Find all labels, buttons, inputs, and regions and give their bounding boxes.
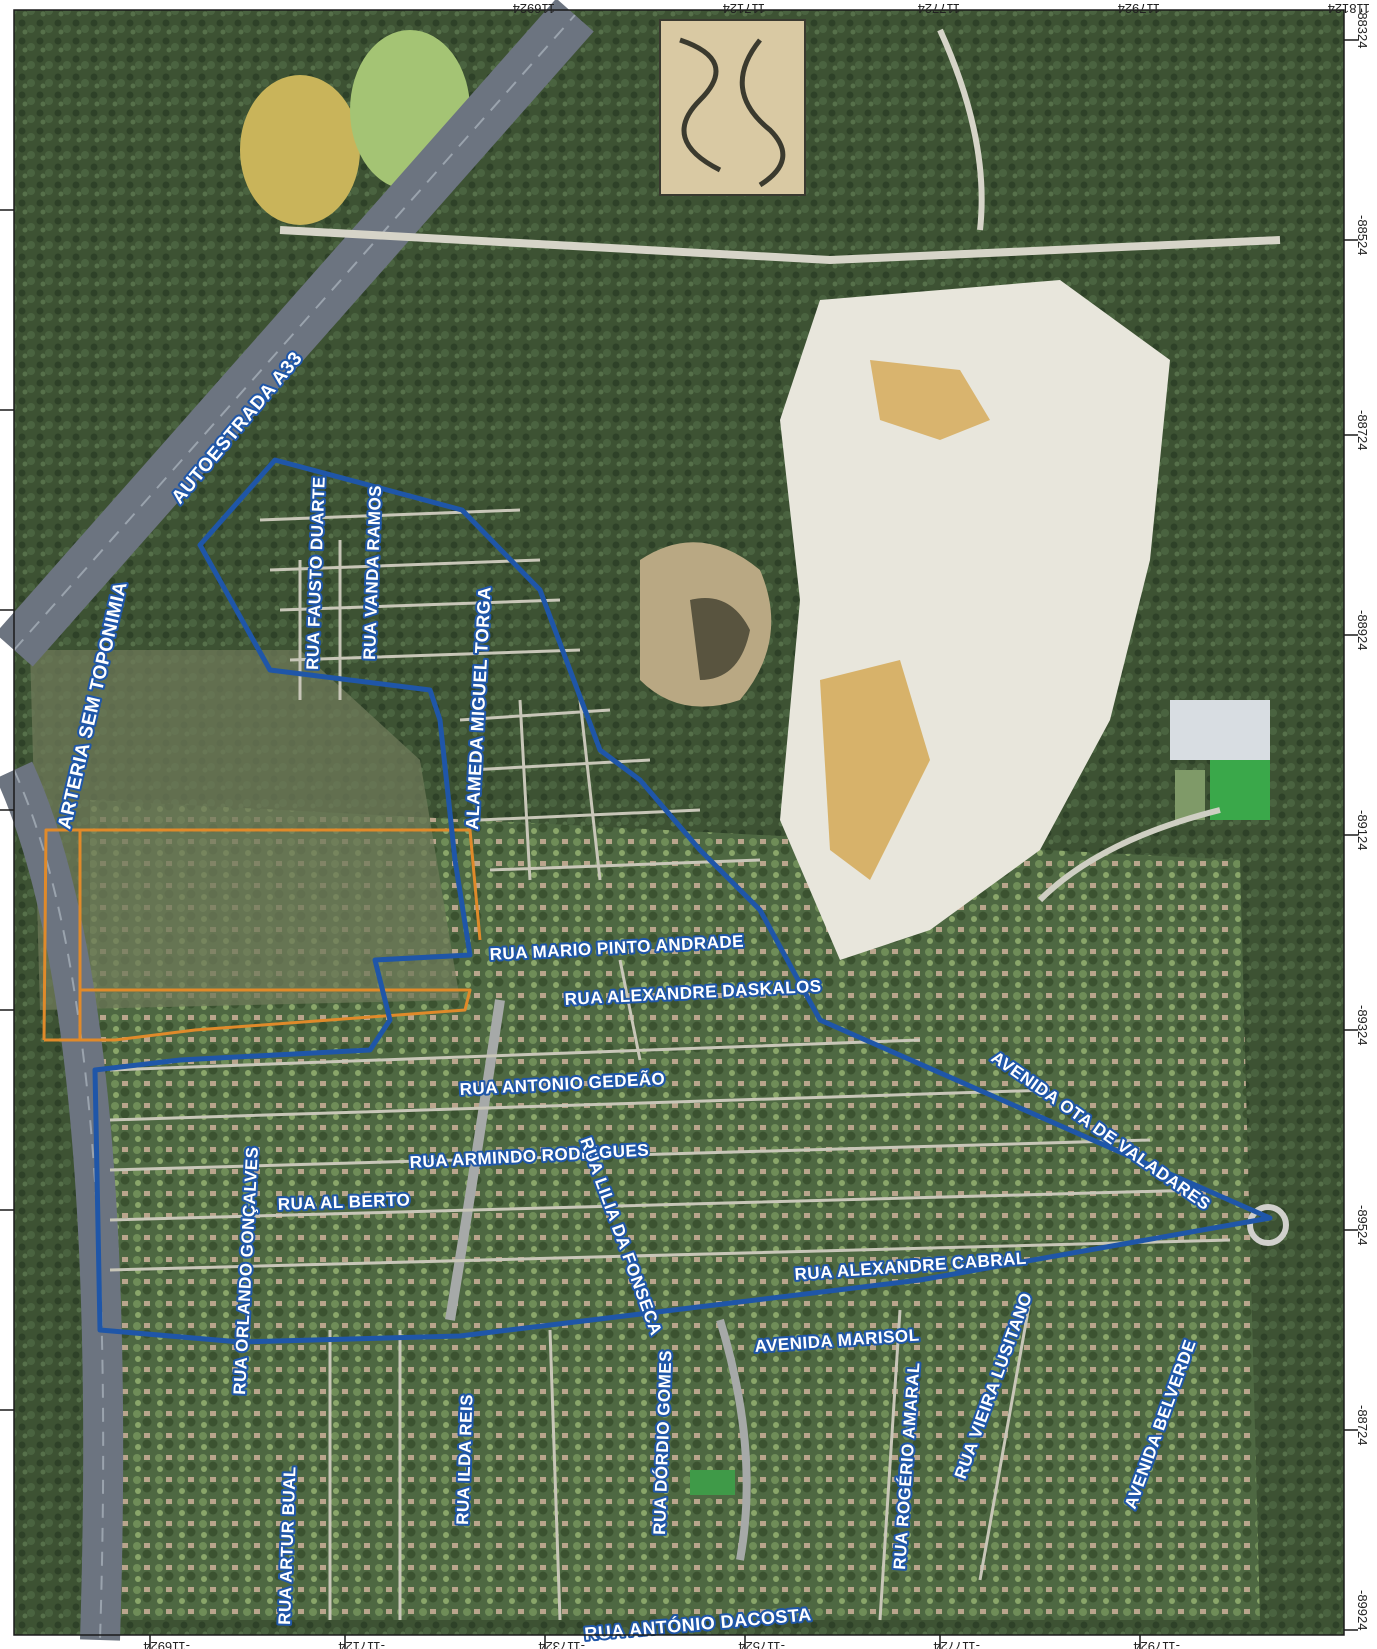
field-patch [690,1470,735,1495]
highway-a33-lanes [13,14,576,651]
coord-right-8: -88724 [1355,1405,1370,1445]
coord-top-1: 116924 [513,1,555,16]
frame-border [13,9,1345,1636]
coord-right-4: -88924 [1355,610,1370,650]
coord-right-3: -88724 [1355,410,1370,450]
coord-top-3: 117724 [918,1,960,16]
coord-bottom-6: -117924 [1133,1639,1180,1649]
unpaved-track-1 [279,226,1281,265]
coord-right-6: -89324 [1355,1005,1370,1045]
coord-right-1: -88324 [1355,8,1370,48]
coord-top-2: 117124 [723,1,765,16]
local-road-1 [445,999,505,1321]
roads [0,0,1290,1641]
tick-marks [0,39,1358,1649]
boundaries [42,457,1273,1345]
coord-top-4: 117924 [1118,1,1160,16]
track-field [659,19,806,196]
track-lines [679,37,786,188]
highway-south-lanes [13,769,105,1641]
sports-field-small [1175,770,1205,820]
coord-bottom-1: -116924 [143,1639,190,1649]
residential-area [90,800,1260,1620]
unpaved-track-3 [1037,807,1221,903]
orange-parcel-boundary [42,828,482,1042]
pond-yellow [240,75,360,225]
base-imagery [14,10,1344,1635]
coord-right-5: -89124 [1355,810,1370,850]
residential-street-grid [109,508,1231,1621]
coord-top-5: 118124 [1328,1,1370,16]
coord-bottom-3: -117324 [538,1639,585,1649]
coord-bottom-4: -117524 [738,1639,785,1649]
coord-right-2: -88524 [1355,215,1370,255]
coord-right-9: -89924 [1355,1590,1370,1630]
crater-shadow [690,598,750,680]
quarry-sand-2 [820,660,930,880]
local-road-2 [716,1318,751,1561]
street-label-rua-al-berto: RUA AL BERTO [277,1190,410,1214]
sports-building [1170,700,1270,760]
quarry-sand [870,360,990,440]
coord-bottom-5: -117724 [933,1639,980,1649]
blue-area-boundary [92,457,1273,1345]
coord-right-7: -89524 [1355,1205,1370,1245]
unpaved-track-2 [937,28,985,231]
coord-bottom-2: -117124 [338,1639,385,1649]
